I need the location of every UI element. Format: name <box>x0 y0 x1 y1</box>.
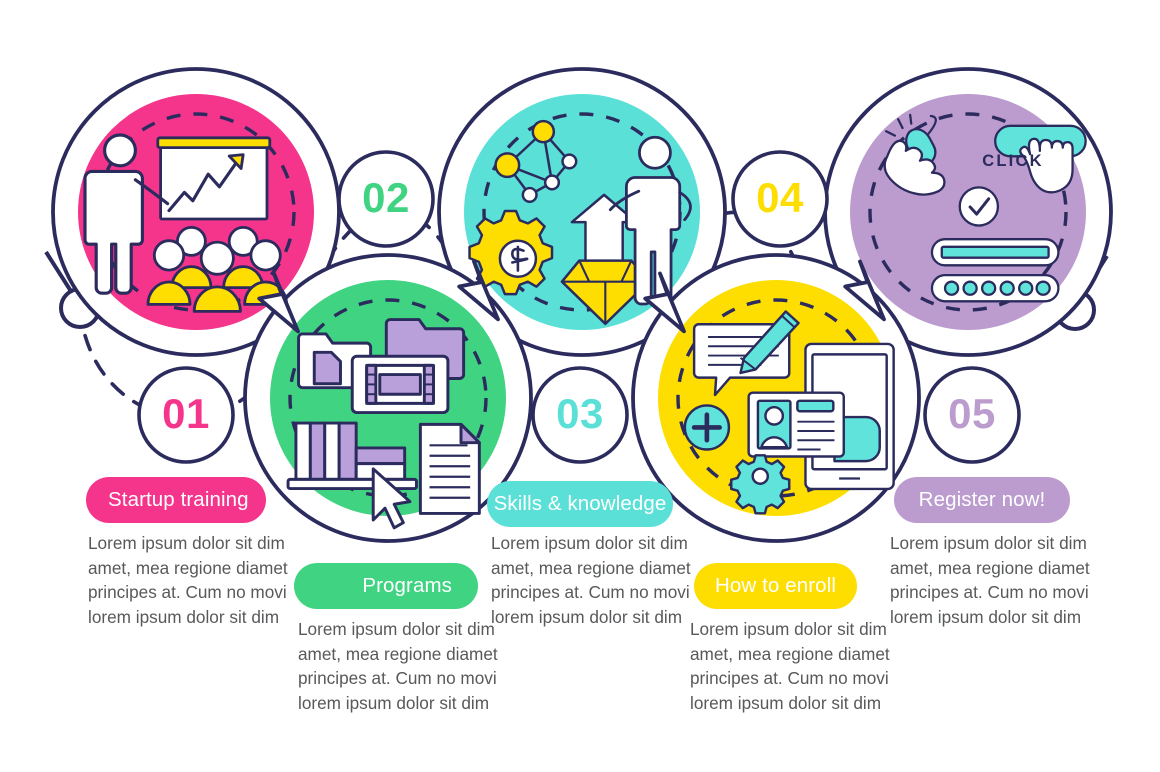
step-number-3: 03 <box>556 390 604 437</box>
step-circle-4[interactable] <box>658 280 894 516</box>
left-endpoint-stem <box>44 250 76 298</box>
step-number-2: 02 <box>362 174 410 221</box>
step-title-3: Skills & knowledge <box>493 492 667 515</box>
flow-arrow-4 <box>843 259 886 322</box>
step-circle-5[interactable] <box>850 94 1088 330</box>
step-title-4: How to enroll <box>715 574 836 597</box>
flow-arrow-2 <box>457 259 500 322</box>
step-title-pill-4[interactable]: How to enroll <box>694 563 857 609</box>
step-number-5: 05 <box>948 390 996 437</box>
number-ring-4 <box>731 150 829 248</box>
step-body-3: Lorem ipsum dolor sit dim amet, mea regi… <box>491 533 691 627</box>
step-title-1: Startup training <box>108 488 249 511</box>
step-body-2: Lorem ipsum dolor sit dim amet, mea regi… <box>298 619 498 713</box>
flow-arrow-3 <box>643 271 686 334</box>
step-title-pill-3[interactable]: Skills & knowledge <box>487 481 673 527</box>
step-number-1: 01 <box>162 390 210 437</box>
step-title-5: Register now! <box>918 488 1046 511</box>
step-dashed-ring-2 <box>288 298 488 498</box>
step-circle-1[interactable] <box>78 94 314 330</box>
flow-arrow-1 <box>257 271 300 334</box>
step-circle-2[interactable] <box>270 280 506 530</box>
step-circle-3[interactable] <box>464 94 700 330</box>
step-title-pill-1[interactable]: Startup training <box>86 477 266 523</box>
step-title-2: Programs <box>362 574 452 597</box>
number-ring-2 <box>337 150 435 248</box>
step-title-pill-2[interactable]: Programs <box>294 563 478 609</box>
step-body-1: Lorem ipsum dolor sit dim amet, mea regi… <box>88 533 288 627</box>
number-ring-1 <box>137 366 235 464</box>
step-body-4: Lorem ipsum dolor sit dim amet, mea regi… <box>690 619 890 713</box>
step-number-4: 04 <box>756 174 804 221</box>
step-title-pill-5[interactable]: Register now! <box>894 477 1070 523</box>
number-ring-5 <box>923 366 1021 464</box>
step-body-5: Lorem ipsum dolor sit dim amet, mea regi… <box>890 533 1090 627</box>
click-button-label: CLICK <box>982 152 1044 170</box>
step-dashed-ring-5 <box>868 112 1068 312</box>
arrow-layer <box>257 259 886 334</box>
number-ring-3 <box>531 366 629 464</box>
number-badge-layer <box>137 150 1021 464</box>
